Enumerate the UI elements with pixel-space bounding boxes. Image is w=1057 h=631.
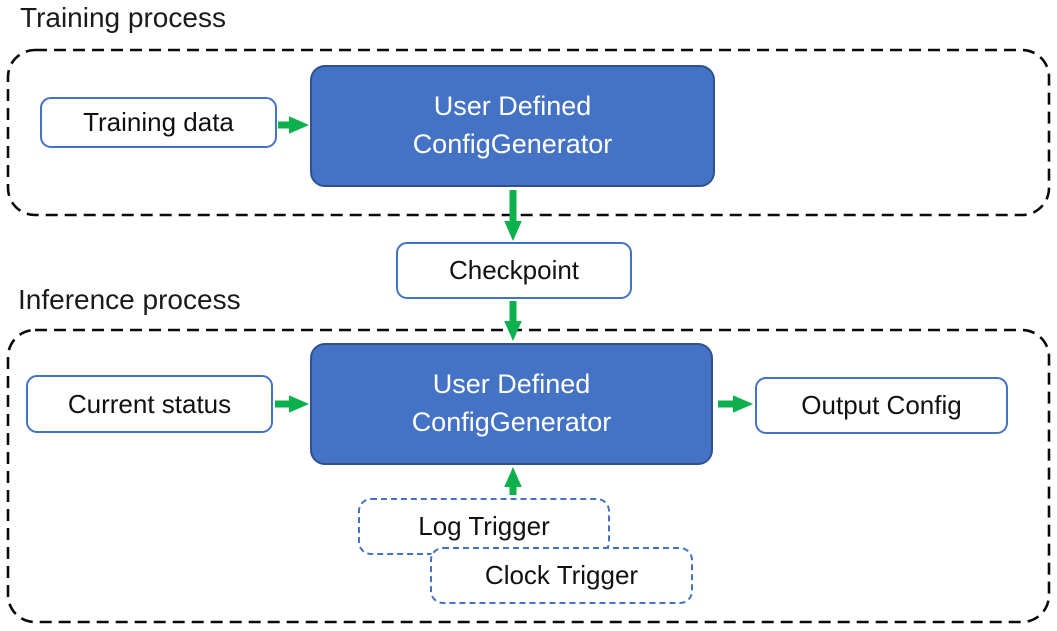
inference-config-generator-line2: ConfigGenerator: [411, 407, 612, 437]
output-config-node: Output Config: [755, 377, 1008, 434]
inference-config-generator-node: User Defined ConfigGenerator: [310, 343, 713, 465]
checkpoint-node: Checkpoint: [396, 242, 632, 299]
training-process-label: Training process: [20, 2, 226, 33]
log-trigger-node: Log Trigger: [358, 498, 610, 555]
training-data-node: Training data: [40, 97, 277, 148]
checkpoint-label: Checkpoint: [448, 255, 580, 285]
clock-trigger-node: Clock Trigger: [430, 547, 693, 604]
training-config-generator-line2: ConfigGenerator: [412, 129, 613, 159]
training-config-generator-node: User Defined ConfigGenerator: [310, 65, 715, 187]
clock-trigger-label: Clock Trigger: [484, 560, 639, 590]
training-data-label: Training data: [83, 107, 234, 137]
current-status-label: Current status: [67, 388, 232, 419]
output-config-label: Output Config: [801, 390, 962, 420]
inference-region-border: [6, 328, 1051, 624]
inference-process-label: Inference process: [18, 284, 241, 315]
training-region-border: [6, 48, 1051, 217]
training-config-generator-line1: User Defined: [433, 91, 592, 122]
inference-config-generator-line1: User Defined: [432, 369, 591, 400]
log-trigger-label: Log Trigger: [418, 511, 550, 541]
current-status-node: Current status: [26, 375, 273, 433]
